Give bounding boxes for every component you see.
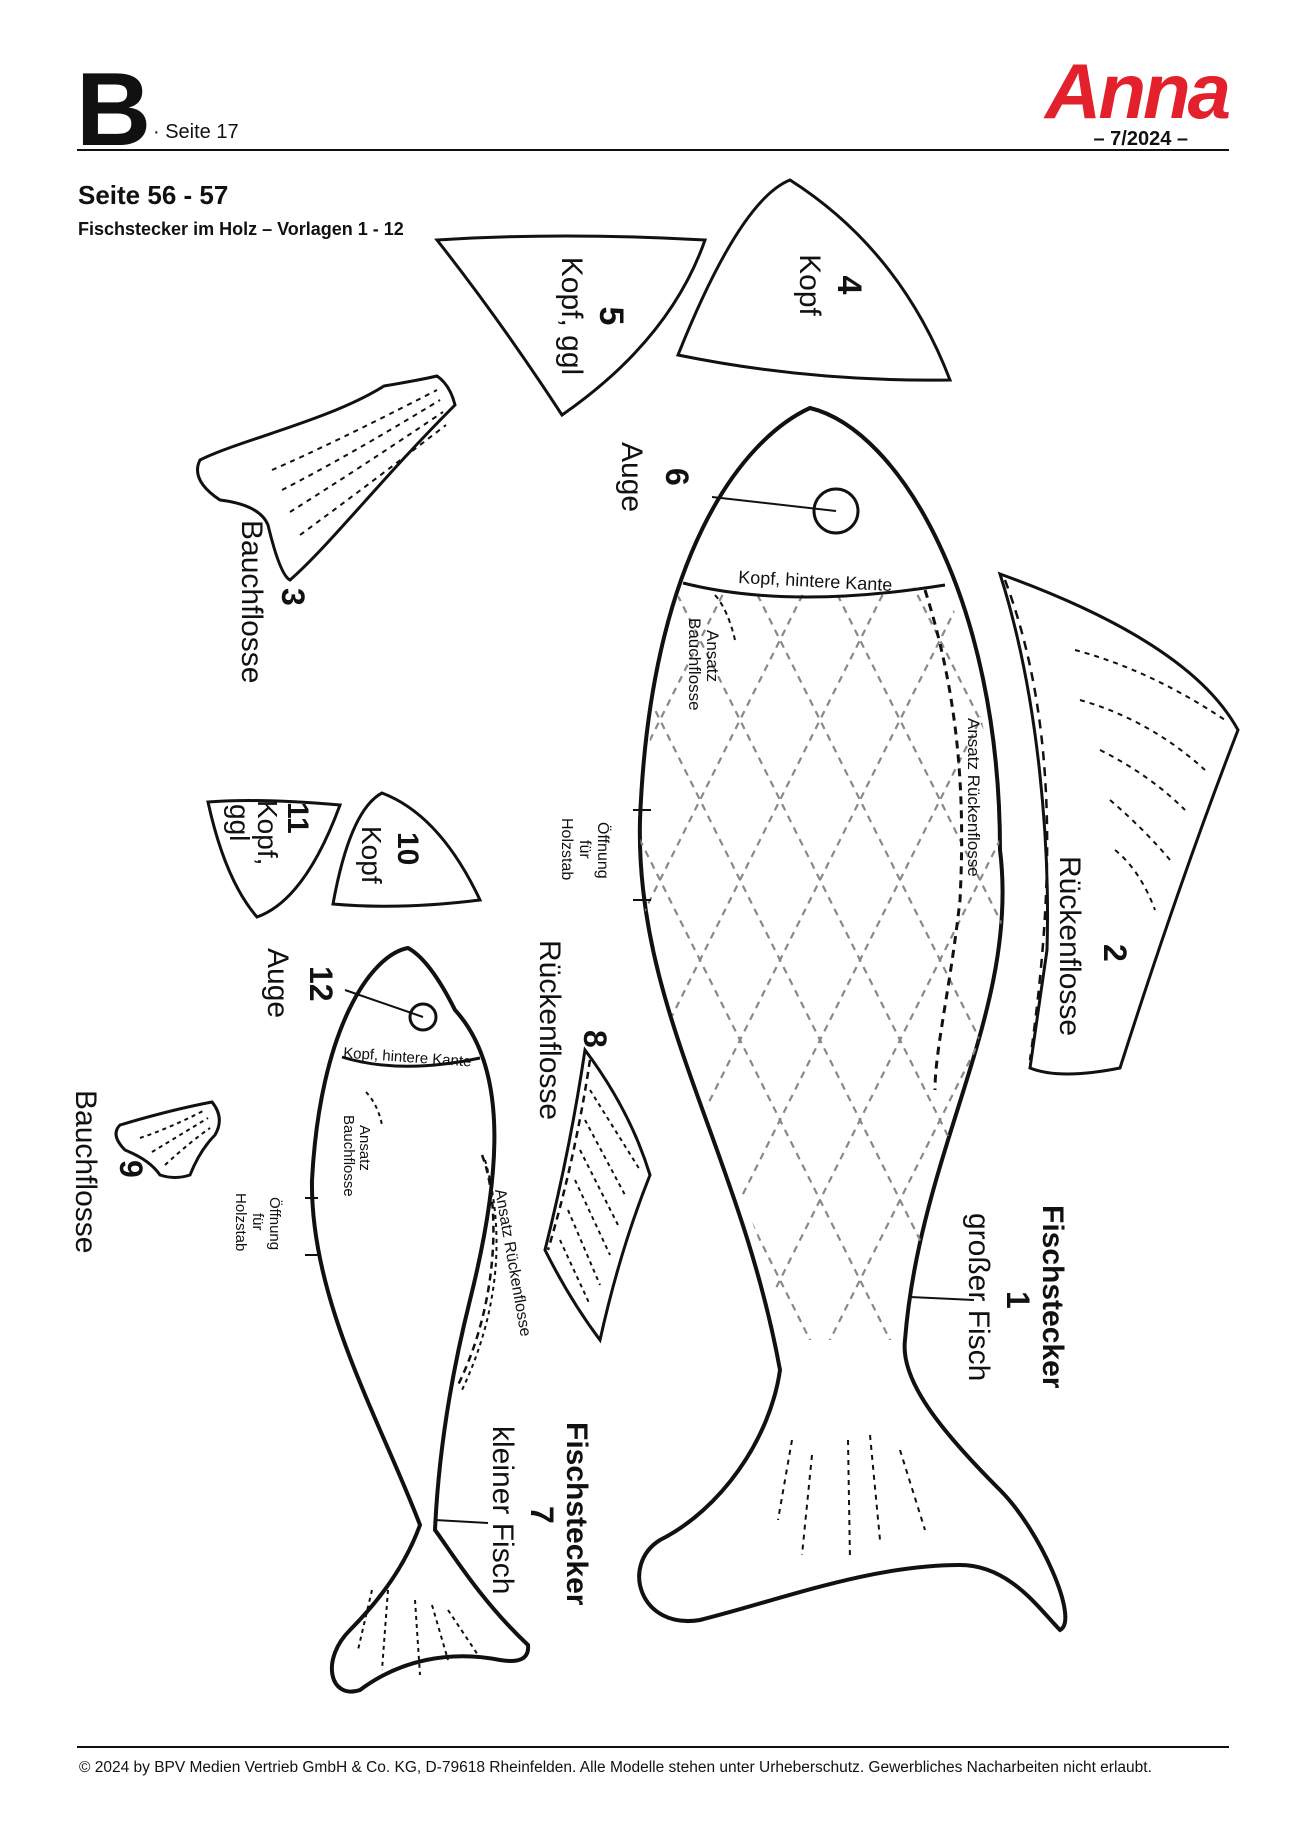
template-1-title: Fischstecker bbox=[1036, 1205, 1069, 1389]
template-8-dorsal-fin: Rückenflosse 8 bbox=[533, 940, 652, 1344]
brand-wordmark: Anna bbox=[1045, 47, 1231, 135]
small-opening-label-2: für bbox=[249, 1213, 266, 1231]
opening-label-1: Öffnung bbox=[594, 822, 612, 879]
small-dorsal-fin-base-label: Ansatz Rückenflosse bbox=[491, 1188, 534, 1338]
template-7-label: kleiner Fisch bbox=[486, 1426, 519, 1594]
template-1-large-fish: Kopf, hintere Kante Ansatz bbox=[558, 405, 1069, 1633]
small-belly-fin-base-label-1: Ansatz bbox=[356, 1125, 373, 1171]
template-10-label: Kopf bbox=[356, 826, 387, 884]
small-opening-label-3: Holzstab bbox=[232, 1193, 249, 1251]
template-3-label: Bauchflosse bbox=[235, 520, 268, 683]
belly-fin-base-label-2: Bauchflosse bbox=[685, 618, 704, 711]
template-10-number: 10 bbox=[391, 832, 424, 865]
template-12-label: Auge bbox=[261, 948, 294, 1018]
template-1-label: großer Fisch bbox=[962, 1213, 995, 1381]
template-8-number: 8 bbox=[577, 1030, 613, 1048]
template-8-label: Rückenflosse bbox=[533, 940, 566, 1120]
page-reference: · Seite 17 bbox=[153, 121, 239, 143]
template-9-label: Bauchflosse bbox=[69, 1090, 102, 1253]
template-3-belly-fin: Bauchflosse 3 bbox=[196, 374, 457, 683]
page-subtitle: Fischstecker im Holz – Vorlagen 1 - 12 bbox=[78, 219, 404, 239]
template-5-head-mirrored: 5 Kopf, ggl bbox=[434, 234, 708, 418]
template-2-label: Rückenflosse bbox=[1053, 856, 1086, 1036]
template-7-title: Fischstecker bbox=[560, 1422, 593, 1606]
brand-logo: Anna – 7/2024 – bbox=[1045, 47, 1231, 151]
template-9-belly-fin: Bauchflosse 9 bbox=[69, 1090, 221, 1253]
template-10-head: 10 Kopf bbox=[331, 791, 483, 908]
template-2-number: 2 bbox=[1097, 944, 1133, 962]
head-edge-label: Kopf, hintere Kante bbox=[738, 567, 893, 595]
template-11-number: 11 bbox=[281, 802, 314, 834]
opening-label-2: für bbox=[576, 840, 593, 859]
belly-fin-base-label-1: Ansatz bbox=[703, 630, 722, 682]
opening-label-3: Holzstab bbox=[558, 818, 575, 880]
section-letter: B bbox=[76, 52, 151, 168]
header-divider bbox=[77, 149, 1229, 151]
copyright-footer: © 2024 by BPV Medien Vertrieb GmbH & Co.… bbox=[79, 1759, 1152, 1776]
template-4-head: 4 Kopf bbox=[675, 178, 953, 382]
template-4-label: Kopf bbox=[793, 254, 826, 316]
footer-divider bbox=[77, 1746, 1229, 1748]
issue-number: – 7/2024 – bbox=[1093, 128, 1188, 150]
scale-lattice bbox=[640, 585, 1003, 1340]
template-3-number: 3 bbox=[275, 588, 311, 606]
template-9-number: 9 bbox=[113, 1160, 149, 1178]
eye-circle bbox=[812, 487, 860, 535]
template-6-number: 6 bbox=[659, 468, 695, 486]
small-opening-label-1: Öffnung bbox=[266, 1197, 284, 1250]
template-6-label: Auge bbox=[615, 442, 648, 512]
template-11-label-1: Kopf, bbox=[252, 800, 283, 865]
template-2-dorsal-fin: Rückenflosse 2 bbox=[997, 571, 1240, 1076]
template-7-number: 7 bbox=[524, 1506, 560, 1524]
template-5-number: 5 bbox=[592, 307, 630, 326]
small-eye-circle bbox=[408, 1002, 438, 1032]
dorsal-fin-base-label: Ansatz Rückenflosse bbox=[964, 718, 983, 877]
template-1-number: 1 bbox=[1000, 1291, 1036, 1309]
page-title: Seite 56 - 57 bbox=[78, 180, 229, 210]
template-11-head-mirrored: 11 Kopf, ggl bbox=[206, 799, 343, 919]
template-4-number: 4 bbox=[830, 276, 868, 295]
template-11-label-2: ggl bbox=[224, 804, 255, 841]
small-belly-fin-base-label-2: Bauchflosse bbox=[340, 1115, 357, 1197]
template-5-label: Kopf, ggl bbox=[555, 257, 588, 375]
template-12-number: 12 bbox=[303, 966, 339, 1002]
